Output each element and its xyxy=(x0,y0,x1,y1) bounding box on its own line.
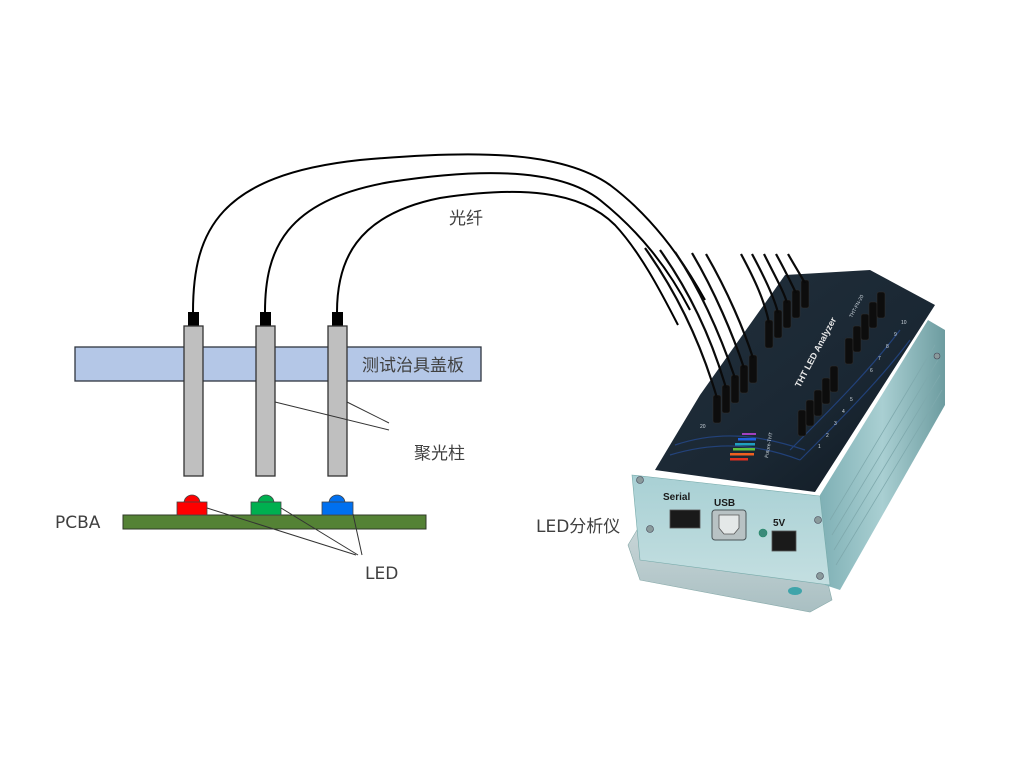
status-led xyxy=(758,528,768,538)
power-port xyxy=(771,530,797,552)
brand-logo xyxy=(730,433,756,461)
light-pipe-3 xyxy=(327,312,348,477)
channel-number: 4 xyxy=(842,409,845,415)
channel-number: 3 xyxy=(834,421,837,427)
fiber-cable-3 xyxy=(336,190,679,326)
power-port-label: 5V xyxy=(773,518,786,529)
serial-port-label: Serial xyxy=(663,492,690,503)
light-pipe-2 xyxy=(255,312,276,477)
channel-number: 10 xyxy=(901,320,907,326)
fixture-cover-plate xyxy=(74,346,482,382)
mount-hole-right xyxy=(788,587,802,595)
light-pipe-1 xyxy=(183,312,204,477)
fiber-cable-2 xyxy=(264,172,691,313)
channel-number: 2 xyxy=(826,433,829,439)
fiber-connectors xyxy=(712,279,886,437)
channel-number: 1 xyxy=(818,444,821,450)
serial-port xyxy=(669,509,701,529)
device-brand: Future-THT xyxy=(764,432,774,458)
channel-number-end: 20 xyxy=(700,424,706,430)
led-red xyxy=(176,494,208,516)
device-fibers xyxy=(644,247,806,399)
led-analyzer-device: Future-THT THT LED Analyzer THT-FN-20 xyxy=(627,247,945,613)
channel-number: 9 xyxy=(894,332,897,338)
device-side xyxy=(820,320,945,590)
led-blue xyxy=(321,494,354,516)
light-pipe-label: 聚光柱 xyxy=(414,444,465,464)
light-pipes xyxy=(183,312,348,477)
channel-number: 7 xyxy=(878,356,881,362)
channel-numbers: 1 2 3 4 5 6 7 8 9 10 20 xyxy=(700,320,907,450)
fiber-label: 光纤 xyxy=(449,209,483,229)
led-green xyxy=(250,494,282,516)
pcba-label: PCBA xyxy=(55,513,101,533)
screws xyxy=(636,352,941,580)
analyzer-label: LED分析仪 xyxy=(536,517,620,537)
channel-number: 5 xyxy=(850,397,853,403)
light-pipe-leaders xyxy=(274,401,390,431)
usb-port-label: USB xyxy=(714,498,735,509)
pcba-board xyxy=(122,514,427,530)
usb-port xyxy=(711,509,747,541)
led-label: LED xyxy=(365,564,398,584)
channel-number: 6 xyxy=(870,368,873,374)
fiber-cables xyxy=(192,153,706,326)
channel-number: 8 xyxy=(886,344,889,350)
fiber-cable-1 xyxy=(192,153,706,313)
led-leaders xyxy=(206,507,363,556)
cover-plate-label: 测试治具盖板 xyxy=(362,356,464,376)
